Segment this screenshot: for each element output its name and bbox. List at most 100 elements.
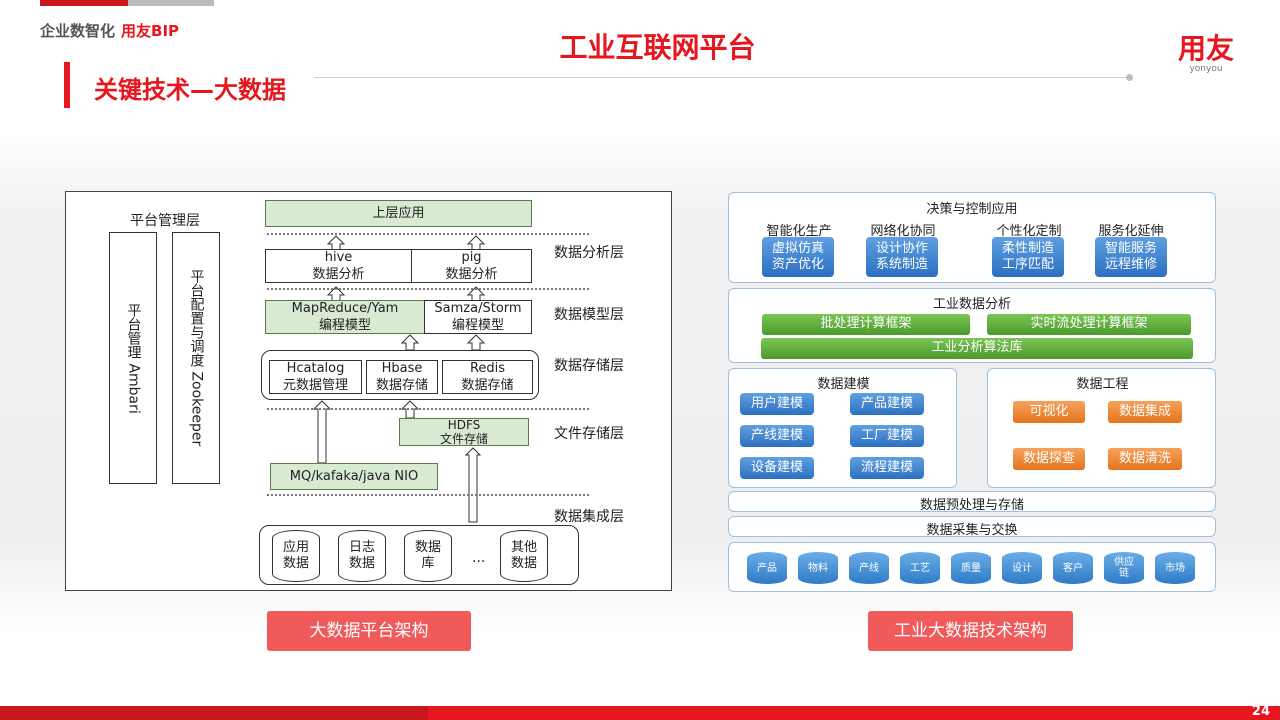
source-cylinder: 产品 [747,552,787,584]
decision-button[interactable]: 设计协作 系统制造 [866,237,938,277]
logo-cn: 用友 [1177,32,1234,65]
brand-slogan: 企业数智化 [40,22,116,40]
zookeeper-box: 平台配置与调度 Zookeeper [172,232,220,484]
modeling-item[interactable]: 设备建模 [740,457,814,479]
section-subtitle: 关键技术—大数据 [94,76,286,104]
hcatalog-box: Hcatalog 元数据管理 [269,360,362,394]
hcatalog-name: Hcatalog [286,361,345,376]
source-cylinder: 客户 [1053,552,1093,584]
decision-panel: 决策与控制应用 智能化生产 网络化协同 个性化定制 服务化延伸 虚拟仿真 资产优… [728,192,1216,283]
hbase-box: Hbase 数据存储 [366,360,438,394]
source-label: 数据 [510,556,537,571]
modeling-item[interactable]: 产品建模 [850,393,924,415]
decision-button[interactable]: 智能服务 远程维修 [1095,237,1167,277]
modeling-panel: 数据建模 用户建模 产品建模 产线建模 工厂建模 设备建模 流程建模 [728,368,957,488]
footer-bar-dark [0,706,428,720]
decision-group-title: 网络化协同 [870,224,936,239]
platform-mgmt-label: 平台管理层 [130,213,200,229]
page-title: 工业互联网平台 [559,31,756,64]
decision-button-line: 工序匹配 [1001,257,1054,272]
stream-framework-bar[interactable]: 实时流处理计算框架 [987,314,1191,335]
analysis-title: 工业数据分析 [932,297,1011,312]
modeling-title: 数据建模 [817,377,870,392]
samza-desc: 编程模型 [451,318,504,333]
source-label: 应用 [282,540,309,555]
engineering-item[interactable]: 数据集成 [1108,401,1182,423]
ambari-label: 平台管理 Ambari [125,302,142,414]
source-cylinder: 物料 [798,552,838,584]
decision-title: 决策与控制应用 [926,202,1018,217]
right-caption: 工业大数据技术架构 [868,611,1073,651]
source-cylinder: 供应链 [1104,552,1144,584]
pig-desc: 数据分析 [445,267,498,282]
source-label: 库 [421,556,435,571]
decision-button-line: 资产优化 [771,257,824,272]
engineering-item[interactable]: 数据探查 [1013,448,1085,470]
preprocess-label: 数据预处理与存储 [919,498,1024,513]
mapreduce-desc: 编程模型 [318,318,371,333]
hcatalog-desc: 元数据管理 [282,378,348,393]
footer-bar [428,706,1280,720]
hive-name: hive [324,250,353,265]
decision-group-title: 个性化定制 [996,224,1062,239]
layer-label: 数据存储层 [554,358,624,374]
redis-name: Redis [469,361,506,376]
big-data-platform-diagram: 平台管理层 平台管理 Ambari 平台配置与调度 Zookeeper 上层应用… [65,191,672,591]
layer-label: 文件存储层 [554,426,624,442]
modeling-item[interactable]: 工厂建模 [850,425,924,447]
layer-label: 数据集成层 [554,509,624,525]
brand-bip: 用友BIP [121,22,180,40]
source-cylinder: 设计 [1002,552,1042,584]
source-label: 日志 [348,540,375,555]
divider-dot [1126,74,1133,81]
zookeeper-label: 平台配置与调度 Zookeeper [188,269,205,447]
source-label: 数据 [282,556,309,571]
hdfs-name: HDFS [447,418,481,432]
mq-label: MQ/kafaka/java NIO [289,469,419,484]
decision-button[interactable]: 虚拟仿真 资产优化 [762,237,834,277]
source-cylinder: 数据 库 [404,530,452,582]
layer-separator [267,408,589,410]
source-cylinder: 产线 [849,552,889,584]
layer-separator [267,233,589,235]
source-ellipsis: ... [472,550,486,566]
samza-box: Samza/Storm 编程模型 [424,300,532,334]
arrows-layer [312,235,486,523]
upper-app-label: 上层应用 [372,206,425,221]
subtitle-divider [314,77,1130,78]
decision-button-line: 系统制造 [875,257,928,272]
decision-button[interactable]: 柔性制造 工序匹配 [992,237,1064,277]
hdfs-box: HDFS 文件存储 [399,418,529,446]
hive-box: hive 数据分析 [265,249,412,283]
source-cylinder: 工艺 [900,552,940,584]
samza-name: Samza/Storm [434,301,522,316]
algorithm-library-bar[interactable]: 工业分析算法库 [761,338,1193,359]
decision-button-line: 虚拟仿真 [771,241,824,256]
decision-group-title: 服务化延伸 [1098,224,1164,239]
layer-separator [267,494,589,496]
source-panel: 产品 物料 产线 工艺 质量 设计 客户 供应链 市场 [728,542,1216,592]
up-arrows [312,235,486,523]
decision-button-line: 设计协作 [875,241,928,256]
collect-label: 数据采集与交换 [926,523,1018,538]
decision-button-line: 远程维修 [1104,257,1157,272]
page-number: 24 [1251,704,1270,719]
mapreduce-name: MapReduce/Yam [291,301,399,316]
modeling-item[interactable]: 用户建模 [740,393,814,415]
logo-en: yonyou [1189,64,1223,74]
source-cylinder: 其他 数据 [500,530,548,582]
engineering-item[interactable]: 可视化 [1013,401,1085,423]
upper-app-box: 上层应用 [265,200,532,227]
ambari-box: 平台管理 Ambari [109,232,157,484]
modeling-item[interactable]: 产线建模 [740,425,814,447]
source-label: 数据 [348,556,375,571]
source-label: 其他 [510,540,537,555]
source-cylinder: 质量 [951,552,991,584]
batch-framework-bar[interactable]: 批处理计算框架 [762,314,970,335]
engineering-panel: 数据工程 可视化 数据集成 数据探查 数据清洗 [987,368,1216,488]
yonyou-logo: 用友 yonyou [1174,32,1238,75]
subtitle-accent-bar [64,62,70,108]
engineering-item[interactable]: 数据清洗 [1108,448,1182,470]
preprocess-bar: 数据预处理与存储 [728,491,1216,513]
modeling-item[interactable]: 流程建模 [850,457,924,479]
